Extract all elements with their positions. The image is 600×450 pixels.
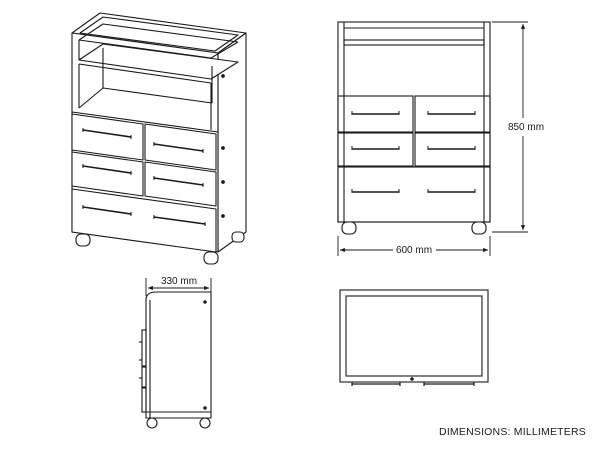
height-dimension-label: 850 mm [508, 122, 544, 133]
front-drawer-2-left [337, 132, 414, 167]
units-note: DIMENSIONS: MILLIMETERS [439, 426, 586, 438]
iso-drawer-2-left [71, 151, 144, 197]
top-view-handles [351, 382, 475, 386]
front-drawer-1-right [414, 95, 491, 133]
side-panel-outline [145, 291, 212, 419]
top-view [339, 289, 489, 386]
width-dimension-label: 600 mm [396, 245, 432, 256]
side-casters [146, 417, 211, 429]
iso-handles [82, 129, 206, 225]
depth-dimension-label: 330 mm [161, 276, 197, 287]
iso-shelf [78, 43, 239, 80]
front-drawer-1-left [337, 95, 414, 133]
width-dimension [337, 236, 491, 256]
iso-drawer-1-left [71, 113, 144, 161]
height-dimension [492, 21, 528, 233]
side-view [139, 291, 212, 429]
front-casters [341, 221, 487, 235]
side-drawer-fronts [139, 329, 147, 413]
front-handles [351, 113, 476, 193]
iso-drawer-2-right [144, 161, 217, 207]
front-view [337, 21, 491, 235]
depth-dimension [145, 278, 212, 296]
top-view-inner [345, 295, 483, 377]
front-drawer-2-right [414, 132, 491, 167]
isometric-view [71, 12, 247, 265]
iso-drawer-3-wide [71, 188, 217, 253]
top-view-outline [339, 289, 489, 383]
front-drawer-3-wide [337, 166, 491, 223]
iso-side-knobs [221, 74, 225, 218]
front-outer-frame [337, 21, 491, 223]
front-top-shelf [343, 39, 485, 46]
iso-casters [75, 231, 245, 265]
